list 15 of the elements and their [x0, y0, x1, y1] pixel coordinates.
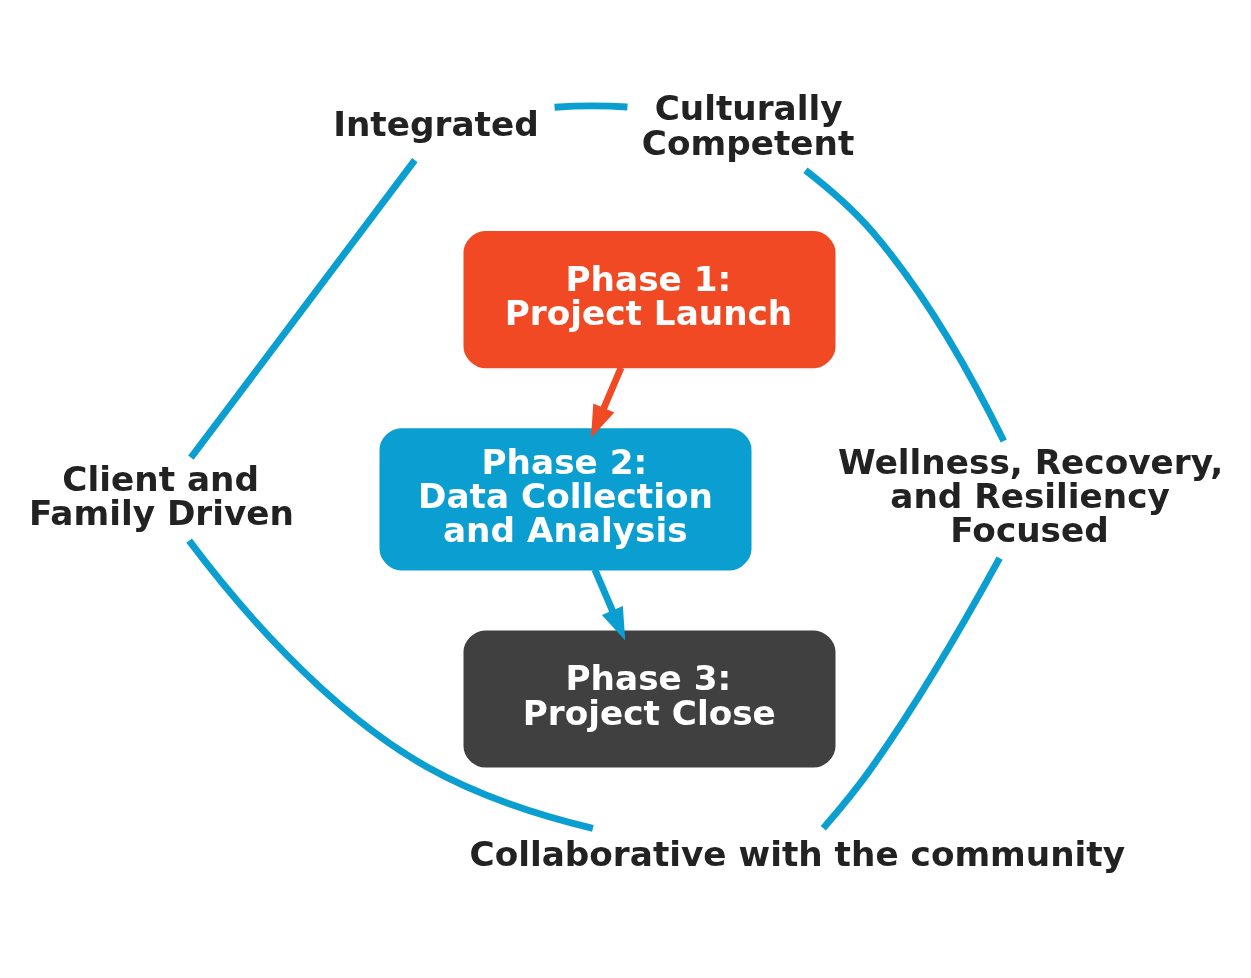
- connector: [186, 538, 594, 832]
- connector: [188, 158, 418, 460]
- connector: [554, 102, 628, 111]
- node-text: Client and Family Driven: [28, 458, 294, 533]
- node-text: Wellness, Recovery, and Resiliency Focused: [838, 441, 1224, 551]
- node-box: Phase 1: Project Launch: [463, 231, 836, 369]
- arrow: [590, 366, 625, 439]
- node-box: Phase 2: Data Collection and Analysis: [379, 428, 752, 571]
- connector: [820, 556, 1003, 831]
- node-text: Culturally Competent: [641, 88, 855, 163]
- node-text: Collaborative with the community: [469, 834, 1126, 875]
- arrow: [591, 568, 626, 641]
- node-box: Phase 3: Project Close: [463, 630, 836, 768]
- connector: [803, 167, 1007, 443]
- node-text: Integrated: [333, 103, 539, 144]
